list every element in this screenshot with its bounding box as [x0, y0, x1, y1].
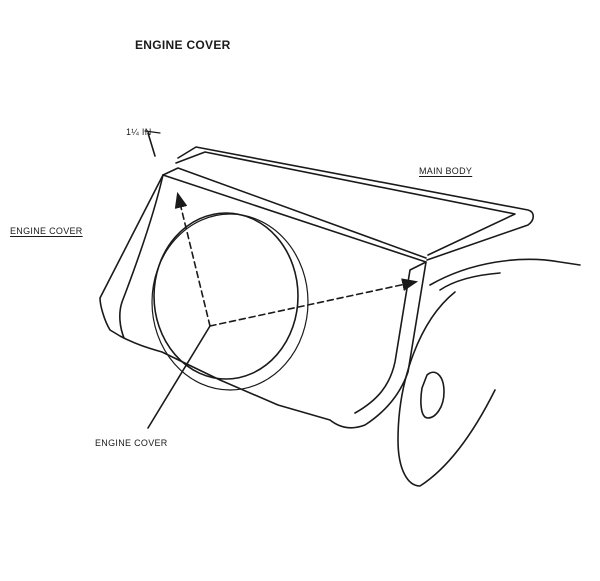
fender-cutout [420, 371, 445, 419]
page-title: ENGINE COVER [135, 38, 231, 52]
engine-cover-panel [99, 174, 427, 429]
rear-fender-outline [429, 258, 581, 286]
leader-to-right [209, 278, 419, 327]
dimension-marker-line [147, 132, 156, 157]
main-body-label: MAIN BODY [419, 166, 473, 176]
main-body-inner-edge [175, 151, 516, 256]
engine-cover-side-edge [354, 261, 427, 414]
leader-to-top [174, 191, 211, 327]
engine-cover-label-bottom: ENGINE COVER [95, 438, 168, 448]
rear-fender-inner [439, 272, 501, 291]
engine-opening-outer [153, 212, 299, 380]
dimension-label: 1¼ IN [126, 127, 152, 137]
dimension-marker-tick [144, 130, 161, 134]
rear-fender-arch [397, 291, 496, 487]
engine-opening-inner [151, 213, 309, 391]
leader-to-bottom [147, 325, 211, 429]
main-body-outline [177, 146, 535, 261]
engine-cover-top-edge [162, 167, 427, 259]
engine-cover-label-left: ENGINE COVER [10, 226, 83, 236]
engine-cover-front-edge [119, 174, 164, 339]
